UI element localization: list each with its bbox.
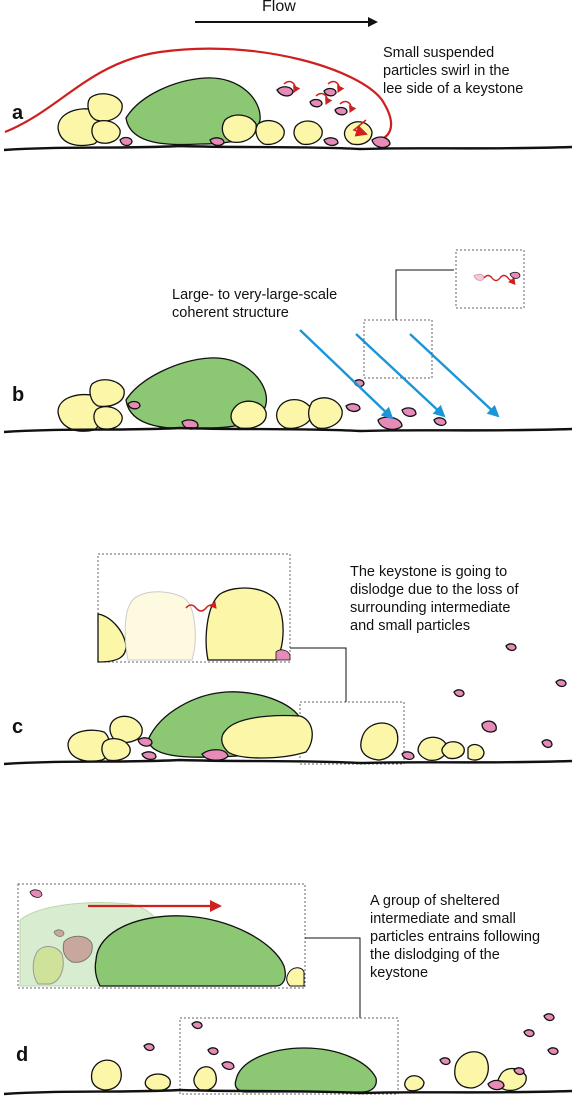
- panel-c-letter: c: [12, 716, 24, 738]
- panel-b-letter: b: [12, 384, 25, 406]
- panel-a-note: Small suspended particles swirl in the l…: [383, 45, 524, 97]
- panel-a-letter: a: [12, 102, 24, 124]
- panel-d-scene: [3, 883, 573, 1096]
- panel-d-letter: d: [16, 1044, 29, 1066]
- riverbed-a: [3, 144, 573, 152]
- flow-label: Flow: [262, 0, 296, 15]
- riverbed-b: [3, 426, 573, 434]
- panel-c-note: The keystone is going to dislodge due to…: [350, 564, 519, 634]
- riverbed-c: [3, 758, 573, 766]
- riverbed-d: [3, 1088, 573, 1096]
- panel-c-scene: [3, 553, 573, 766]
- panel-d-note: A group of sheltered intermediate and sm…: [370, 893, 541, 981]
- panel-b-note: Large- to very-large-scale coherent stru…: [172, 287, 338, 321]
- panel-b-scene: [3, 249, 573, 434]
- panel-a-scene: [3, 47, 573, 152]
- flow-envelope: [4, 47, 393, 142]
